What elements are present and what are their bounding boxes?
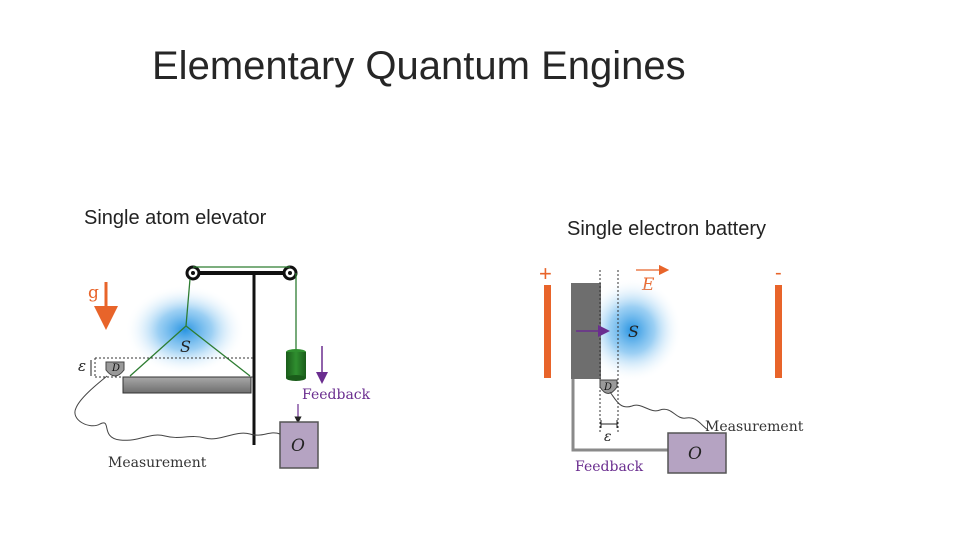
- feedback-label: Feedback: [302, 387, 371, 403]
- slide-title: Elementary Quantum Engines: [152, 44, 686, 88]
- elevator-plate: [122, 376, 252, 394]
- negative-electrode: [775, 285, 782, 378]
- epsilon-label-right: ε: [604, 429, 612, 445]
- weight-cylinder: [286, 352, 306, 378]
- system-label-right: S: [628, 322, 639, 341]
- measurement-label-right: Measurement: [705, 419, 804, 435]
- detector-label: D: [111, 363, 120, 374]
- electron-wavefunction-glow: [582, 278, 682, 382]
- observer-label-right: O: [688, 444, 702, 464]
- system-label: S: [180, 337, 191, 356]
- feedback-wire: [571, 379, 668, 452]
- elevator-diagram: g S ε D: [74, 265, 371, 471]
- detector-shape: [105, 361, 125, 377]
- harness-triangle: [129, 325, 251, 377]
- atom-wavefunction-glow: [125, 285, 245, 375]
- battery-diagram: + - E S D ε Measurement: [539, 261, 804, 475]
- measurement-wire: [74, 375, 281, 441]
- epsilon-label: ε: [78, 357, 86, 375]
- detector-shape-right: [599, 379, 618, 394]
- right-panel-caption: Single electron battery: [567, 218, 767, 240]
- minus-label: -: [775, 262, 782, 284]
- detector-label-right: D: [603, 382, 612, 393]
- feedback-label-right: Feedback: [575, 459, 644, 475]
- observer-box-right: [667, 432, 727, 474]
- positive-electrode: [544, 285, 551, 378]
- measurement-wire-right: [609, 391, 709, 431]
- gravity-label: g: [88, 283, 99, 303]
- observer-label: O: [291, 436, 305, 456]
- left-panel-caption: Single atom elevator: [84, 207, 267, 229]
- measurement-label: Measurement: [108, 455, 207, 471]
- plus-label: +: [539, 261, 552, 286]
- observer-box: [279, 421, 319, 469]
